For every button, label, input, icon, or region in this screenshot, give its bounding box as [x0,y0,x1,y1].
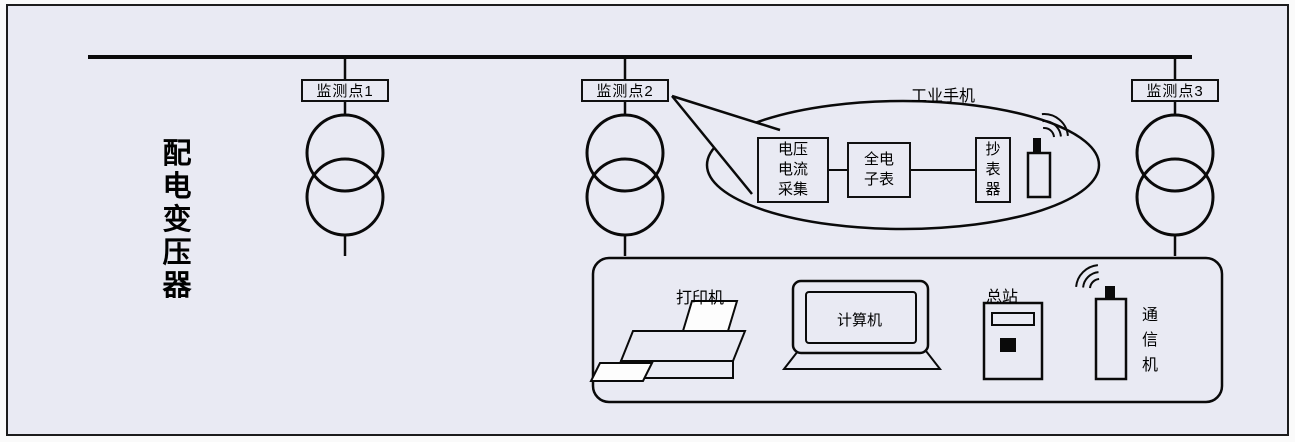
printer-icon [589,300,747,382]
master-station-label: 总站 [986,289,1019,306]
monitor-point-3-label: 监测点3 [1131,79,1219,102]
voltage-current-label: 电压电流采集 [777,141,808,198]
printer-label: 打印机 [676,290,725,307]
electronic-meter-label: 全电子表 [863,151,894,188]
transformer-2-icon [585,57,665,256]
voltage-current-box: 电压电流采集 [757,137,829,203]
comm-device-label: 通信机 [1141,307,1158,374]
phone-icon [1026,138,1052,199]
monitor-point-1-label: 监测点1 [301,79,389,102]
transformer-1-icon [305,57,385,256]
computer-icon [781,279,943,370]
transformer-3-icon [1135,57,1215,256]
monitor-point-2-label: 监测点2 [581,79,669,102]
industrial-phone-label: 工业手机 [910,88,975,105]
master-station-icon [982,301,1044,381]
meter-reader-box: 抄表器 [975,137,1011,203]
computer-label: 计算机 [837,312,883,329]
wireless-signal-phone-icon [1041,113,1069,138]
wireless-signal-comm-icon [1075,264,1100,289]
comm-device-icon [1094,286,1128,381]
electronic-meter-box: 全电子表 [847,142,911,198]
distribution-transformer-label: 配电变压器 [162,138,192,302]
meter-reader-label: 抄表器 [985,141,1001,198]
